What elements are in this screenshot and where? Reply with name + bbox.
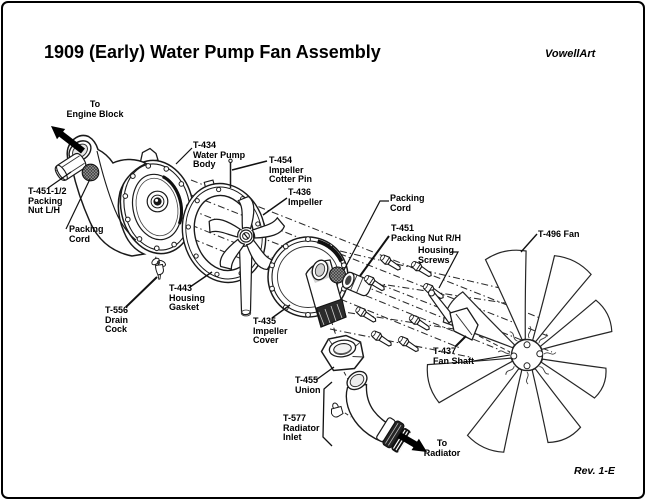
label-housing-gasket-line: Gasket xyxy=(169,302,200,312)
label-packing-nut-lh-line: Nut L/H xyxy=(28,205,60,215)
leader-lines xyxy=(47,147,538,447)
label-packing-cord-left-line: Packing xyxy=(69,224,104,234)
artist-credit: VowellArt xyxy=(545,48,596,60)
label-to-engine-block-line: Engine Block xyxy=(66,108,124,119)
packing-nut-lh-part xyxy=(54,152,100,182)
page-title: 1909 (Early) Water Pump Fan Assembly xyxy=(44,42,381,62)
packing-cord-left-part xyxy=(81,163,100,182)
union-part xyxy=(320,334,365,372)
housing-screws-part xyxy=(353,252,446,355)
impeller-cotter-pin-part xyxy=(228,158,233,188)
label-housing-gasket-line: Housing xyxy=(169,292,205,303)
label-drain-cock-line: Cock xyxy=(105,324,128,334)
label-radiator-inlet-line: Radiator xyxy=(283,422,320,433)
label-packing-nut-lh-line: Packing xyxy=(28,195,63,206)
impeller-cover-part xyxy=(267,236,349,328)
label-impeller-cover-line: T-435 xyxy=(253,316,277,326)
label-impeller-cotter-pin-line: Cotter Pin xyxy=(269,174,313,184)
label-radiator-inlet-line: T-577 xyxy=(283,413,307,423)
impeller-part xyxy=(208,195,286,317)
label-impeller-cover-line: Cover xyxy=(253,335,279,345)
label-housing-gasket-line: T-443 xyxy=(169,283,193,293)
label-packing-cord-left-line: Cord xyxy=(69,233,90,244)
label-union-line: T-455 xyxy=(295,375,319,385)
inlet-clamp-part xyxy=(331,402,344,418)
label-packing-nut-lh-line: T-451-1/2 xyxy=(28,186,67,196)
label-water-pump-body-line: Water Pump xyxy=(193,149,246,160)
label-packing-cord-right-line: Cord xyxy=(390,202,411,213)
label-housing-screws-line: Housing xyxy=(418,245,454,255)
label-packing-cord-right-line: Packing xyxy=(390,193,425,203)
label-to-radiator-line: To xyxy=(436,438,448,448)
label-to-engine-block-line: To xyxy=(89,99,101,109)
label-fan: T-496 Fan xyxy=(538,229,580,240)
label-fan-shaft-line: Fan Shaft xyxy=(433,355,475,366)
label-housing-screws-line: Screws xyxy=(418,254,450,265)
label-impeller-line: Impeller xyxy=(288,196,323,207)
label-water-pump-body-line: Body xyxy=(193,159,216,169)
label-packing-nut-rh-line: Packing Nut R/H xyxy=(391,232,462,243)
label-drain-cock-line: T-556 xyxy=(105,305,129,315)
label-impeller-cover-line: Impeller xyxy=(253,325,288,336)
label-packing-nut-rh-line: T-451 xyxy=(391,223,415,233)
to-engine-block-arrow xyxy=(51,126,85,154)
label-union-line: Union xyxy=(295,384,321,395)
fan-part xyxy=(426,249,613,453)
label-fan-line: T-496 Fan xyxy=(538,229,580,239)
label-impeller-line: T-436 xyxy=(288,187,312,197)
label-radiator-inlet-line: Inlet xyxy=(283,432,302,442)
label-impeller-cotter-pin-line: Impeller xyxy=(269,164,304,175)
label-to-radiator-line: Radiator xyxy=(423,447,461,458)
fan-shaft-part xyxy=(427,289,511,353)
revision-number: Rev. 1-E xyxy=(574,465,615,477)
flow-arrows xyxy=(51,126,427,452)
label-fan-shaft-line: T-437 xyxy=(433,346,457,356)
drain-cock-part xyxy=(151,257,166,280)
radiator-inlet-part xyxy=(345,370,411,453)
label-drain-cock-line: Drain xyxy=(105,314,129,325)
label-impeller-cotter-pin-line: T-454 xyxy=(269,155,293,165)
to-radiator-arrow xyxy=(397,432,427,452)
label-water-pump-body-line: T-434 xyxy=(193,140,217,150)
